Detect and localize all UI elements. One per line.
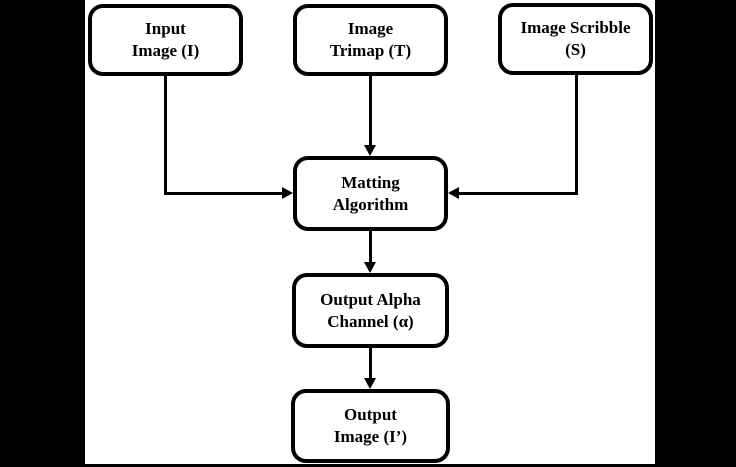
node-image-trimap-label-line2: Trimap (T) — [329, 41, 412, 60]
node-matting-algorithm-label-line2: Algorithm — [332, 194, 409, 214]
edge-alpha-to-output-line — [369, 348, 372, 379]
node-input-image: Input Image (I) — [88, 4, 243, 76]
node-image-trimap: Image Trimap (T) — [293, 4, 448, 76]
edge-alpha-to-output-arrowhead-icon — [364, 378, 376, 389]
node-input-image-label-line1: Input — [145, 19, 186, 38]
node-matting-algorithm-label-line1: Matting — [341, 172, 400, 192]
node-image-trimap-label-line1: Image — [347, 19, 394, 38]
node-image-scribble-label-line1: Image Scribble — [520, 18, 631, 37]
node-input-image-label-line2: Image (I) — [131, 41, 200, 60]
edge-scribble-to-matting-arrowhead-icon — [448, 187, 459, 199]
node-output-alpha-channel: Output Alpha Channel (α) — [292, 273, 449, 348]
edge-input-to-matting-vertical-line — [164, 76, 167, 195]
edge-input-to-matting-horizontal-line — [164, 192, 284, 195]
edge-trimap-to-matting-line — [369, 76, 372, 146]
node-output-alpha-label-line1: Output Alpha — [320, 289, 421, 309]
edge-matting-to-alpha-line — [369, 231, 372, 263]
edge-scribble-to-matting-horizontal-line — [459, 192, 577, 195]
node-output-image-label-line1: Output — [344, 405, 397, 424]
edge-matting-to-alpha-arrowhead-icon — [364, 262, 376, 273]
node-output-image-label-line2: Image (I’) — [333, 427, 408, 446]
node-output-alpha-label-line2: Channel (α) — [327, 311, 414, 331]
edge-input-to-matting-arrowhead-icon — [282, 187, 293, 199]
node-image-scribble-label-line2: (S) — [565, 40, 586, 59]
node-matting-algorithm: Matting Algorithm — [293, 156, 448, 231]
edge-trimap-to-matting-arrowhead-icon — [364, 145, 376, 156]
node-image-scribble: Image Scribble (S) — [498, 3, 653, 75]
edge-scribble-to-matting-vertical-line — [575, 75, 578, 195]
node-output-image: Output Image (I’) — [291, 389, 450, 463]
